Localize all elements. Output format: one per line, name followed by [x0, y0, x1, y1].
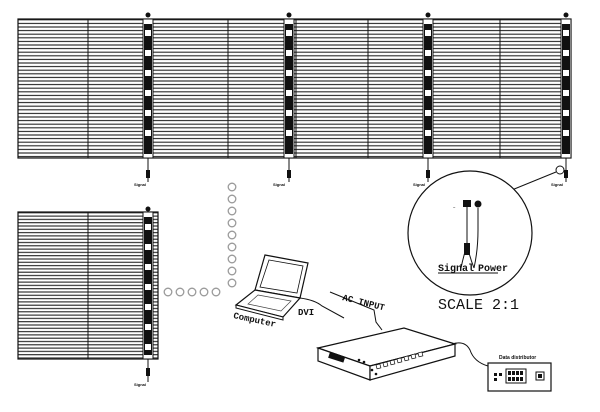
signal-label-2: Signal: [273, 182, 285, 187]
distributor-cable: [451, 342, 489, 367]
data-distributor: [487, 362, 552, 392]
ac-input-label: AC INPUT: [341, 293, 386, 313]
detail-magnifier: ~ Signal Power: [407, 165, 565, 296]
continuation-dots: [163, 182, 237, 297]
signal-label-4: Signal: [551, 182, 563, 187]
control-bar-2: [283, 18, 295, 159]
dvi-label: DVI: [298, 308, 314, 318]
rack-controller: [315, 327, 458, 381]
signal-detail-label: Signal: [438, 263, 474, 275]
data-distributor-label: Data distributor: [499, 355, 536, 361]
signal-label-1: Signal: [134, 182, 146, 187]
power-detail-label: Power: [478, 264, 508, 275]
svg-text:~: ~: [453, 205, 456, 210]
top-led-screen: Signal Signal Signal Signal: [17, 12, 572, 187]
control-bar-5: [142, 211, 154, 360]
control-bar-1: [142, 18, 154, 159]
laptop-computer: [234, 254, 309, 321]
scale-label: SCALE 2:1: [438, 297, 519, 314]
left-led-module: Signal: [17, 206, 159, 387]
dvi-cable: [299, 297, 345, 319]
signal-label-5: Signal: [134, 382, 146, 387]
control-bar-4: [560, 18, 572, 159]
signal-label-3: Signal: [413, 182, 425, 187]
control-bar-3: [422, 18, 434, 159]
ac-input-cable: [329, 291, 383, 331]
